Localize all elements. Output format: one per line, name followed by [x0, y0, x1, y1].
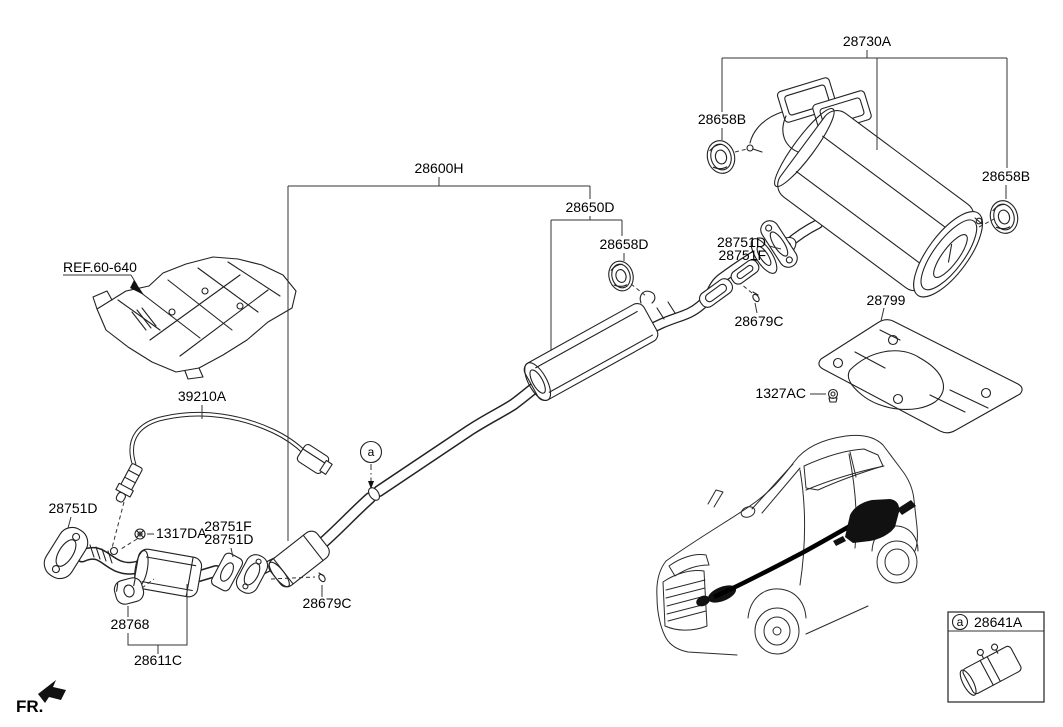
label-center-muffler: 28650D: [565, 199, 614, 215]
mid-flange-drawing: [235, 554, 269, 594]
rear-muffler-assembly-drawing: [746, 77, 983, 298]
label-gasket-left: 28751D: [48, 500, 97, 516]
oxygen-sensor-drawing: [115, 414, 333, 503]
front-heat-shield-drawing: [92, 256, 297, 380]
callout-a-inset-circle: [951, 613, 969, 631]
pipe-joint: [367, 487, 381, 501]
label-front-heat-shield-ref: REF.60-640: [63, 259, 137, 275]
underfloor-catalyst-drawing: [268, 530, 330, 588]
sensor-connector: [296, 443, 333, 475]
front-direction-label: FR.: [16, 697, 43, 716]
mid-gasket-drawing: [210, 552, 244, 592]
shield-nut-drawing: [827, 388, 839, 403]
label-center-hanger: 28658D: [599, 236, 648, 252]
label-gasket-mid: 28751D: [204, 531, 253, 547]
rear-flange-drawing: [760, 220, 798, 268]
label-front-pipe-assy: 28611C: [134, 652, 182, 668]
callout-a-letter: a: [368, 445, 375, 459]
front-pipe-assembly-drawing: [43, 526, 330, 605]
label-gasket-upper: 28751D: [717, 234, 766, 250]
rear-hanger-rubber-left: [706, 140, 736, 174]
front-hanger-bracket-drawing: [113, 577, 145, 605]
pipe-bracket-plate: [698, 278, 734, 308]
label-flange-bolt-lower: 28679C: [302, 595, 351, 611]
exhaust-pipes-drawing: [82, 224, 818, 577]
flange-bolt-lower: [318, 572, 326, 583]
clamp-inset-box: [947, 611, 1045, 703]
pipe-bracket-plate: [730, 259, 760, 285]
label-front-hanger: 28768: [111, 616, 150, 632]
callout-a-circle: [359, 440, 383, 464]
label-flange-bolt-upper: 28679C: [734, 313, 783, 329]
label-center-exhaust-assy: 28600H: [414, 160, 463, 176]
pipe-clamp-drawing: [959, 643, 1022, 696]
hanger-pin: [746, 144, 754, 152]
front-flange-gasket: [43, 526, 89, 580]
rear-hanger-rubber-right: [989, 200, 1019, 234]
sensor-bolt-drawing: [134, 528, 146, 540]
callout-a-letter-inset: a: [957, 615, 964, 629]
front-direction-arrow-icon: [38, 680, 66, 703]
vehicle-overview-drawing: [656, 434, 919, 656]
label-flange-gasket-upper: 28751F: [719, 247, 766, 263]
sensor-boss: [109, 546, 119, 556]
label-pipe-clamp: 28641A: [974, 614, 1023, 630]
rear-heat-shield-drawing: [818, 319, 1023, 434]
center-muffler-drawing: [523, 302, 659, 402]
flange-bolt-upper: [752, 291, 760, 303]
rear-flange-gasket-drawing: [750, 238, 778, 274]
label-rear-muffler-assy: 28730A: [843, 33, 892, 49]
warmup-catalyst-drawing: [133, 548, 203, 598]
leader-lines: [63, 50, 1008, 654]
vehicle-exhaust-highlight: [696, 499, 916, 607]
label-flange-gasket-mid: 28751F: [204, 518, 251, 534]
label-sensor-bolt: 1317DA: [156, 525, 207, 541]
rear-muffler-body: [774, 107, 983, 298]
label-oxygen-sensor: 39210A: [178, 388, 227, 404]
label-shield-nut: 1327AC: [755, 385, 806, 401]
label-rear-hanger-right: 28658B: [982, 168, 1030, 184]
label-rear-heat-shield: 28799: [867, 292, 906, 308]
center-hanger-rubber: [608, 260, 634, 292]
label-rear-hanger-left: 28658B: [698, 111, 746, 127]
